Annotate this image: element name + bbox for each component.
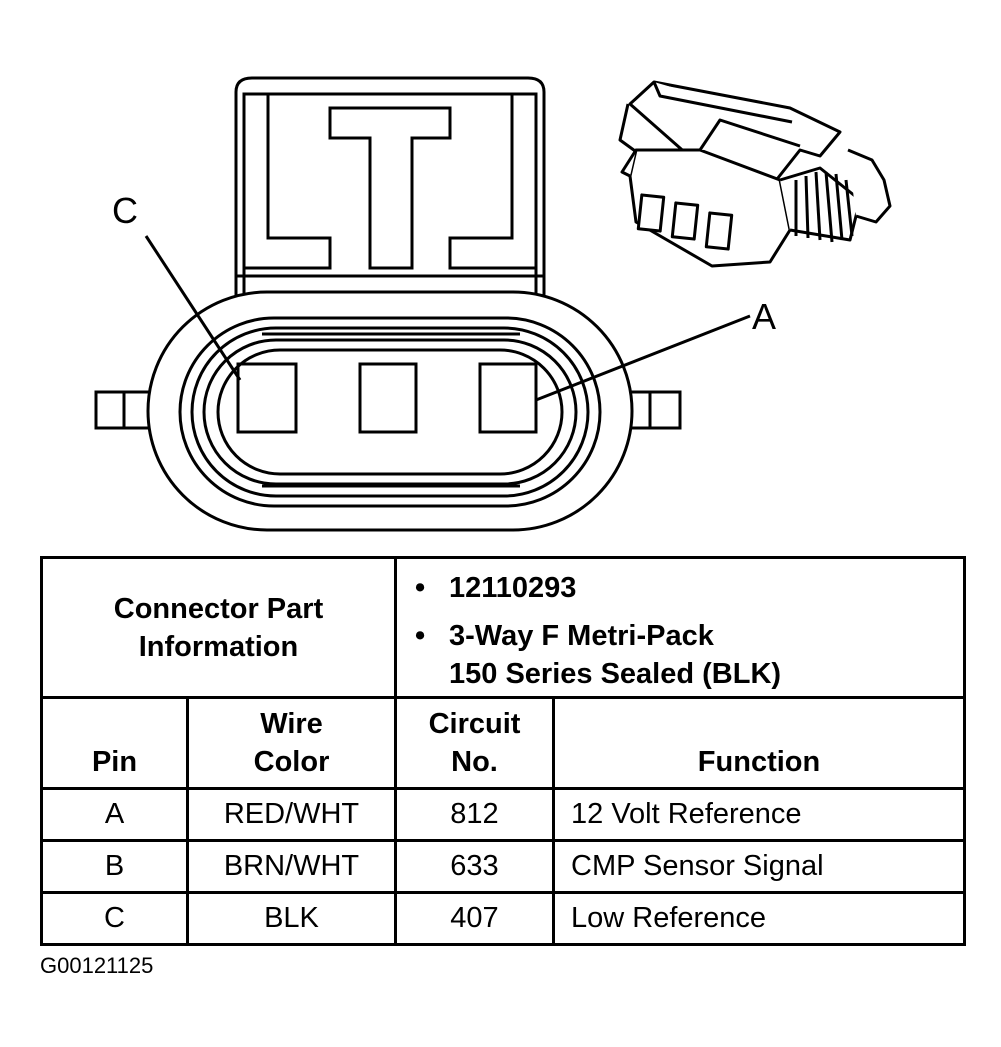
circuit-cell: 812: [394, 787, 555, 842]
leader-line-c: [144, 235, 242, 381]
pin-cell: A: [40, 787, 189, 842]
header-pin: Pin: [40, 696, 189, 790]
pin-label-a: A: [752, 296, 777, 337]
function-cell: Low Reference: [551, 891, 967, 946]
connector-3d-view: [618, 80, 892, 268]
pin-cell: B: [40, 839, 189, 894]
wire-color-cell: RED/WHT: [186, 787, 397, 842]
cavity-b: [358, 362, 418, 434]
header-row: Pin Wire Color Circuit No. Function: [40, 696, 967, 790]
header-wire-color-line1: Wire: [260, 708, 323, 740]
cavity-a: [478, 362, 538, 434]
header-circuit-line2: No.: [451, 746, 498, 778]
part-number: 12110293: [415, 569, 963, 607]
part-info-row: Connector Part Information 12110293 3-Wa…: [40, 556, 967, 699]
wire-color-cell: BRN/WHT: [186, 839, 397, 894]
header-wire-color: Wire Color: [186, 696, 397, 790]
function-cell: CMP Sensor Signal: [551, 839, 967, 894]
function-cell: 12 Volt Reference: [551, 787, 967, 842]
part-description: 3-Way F Metri-Pack 150 Series Sealed (BL…: [415, 617, 963, 693]
header-circuit-line1: Circuit: [428, 708, 521, 740]
part-info-label: Connector Part Information: [113, 592, 324, 663]
circuit-cell: 407: [394, 891, 555, 946]
part-info-label-cell: Connector Part Information: [40, 556, 397, 699]
table-row: B BRN/WHT 633 CMP Sensor Signal: [40, 839, 967, 894]
header-function-text: Function: [697, 746, 821, 778]
leader-line-a: [535, 314, 751, 402]
circuit-cell: 633: [394, 839, 555, 894]
connector-latch: [234, 76, 546, 300]
connector-diagram: [94, 76, 892, 532]
pin-label-c: C: [112, 190, 138, 231]
connector-info-table: Connector Part Information 12110293 3-Wa…: [40, 556, 967, 946]
part-info-value-cell: 12110293 3-Way F Metri-Pack 150 Series S…: [393, 556, 967, 699]
cavity-c: [236, 362, 298, 434]
part-description-line1: 3-Way F Metri-Pack: [449, 620, 714, 652]
header-wire-color-line2: Color: [253, 746, 330, 778]
header-circuit: Circuit No.: [394, 696, 555, 790]
wire-color-cell: BLK: [186, 891, 397, 946]
header-function: Function: [551, 696, 967, 790]
part-info-list: 12110293 3-Way F Metri-Pack 150 Series S…: [397, 569, 963, 693]
pin-cell: C: [40, 891, 189, 946]
table-row: A RED/WHT 812 12 Volt Reference: [40, 787, 967, 842]
figure-id: G00121125: [40, 953, 154, 978]
header-pin-text: Pin: [91, 746, 138, 778]
part-description-line2: 150 Series Sealed (BLK): [449, 658, 782, 690]
table-row: C BLK 407 Low Reference: [40, 891, 967, 946]
